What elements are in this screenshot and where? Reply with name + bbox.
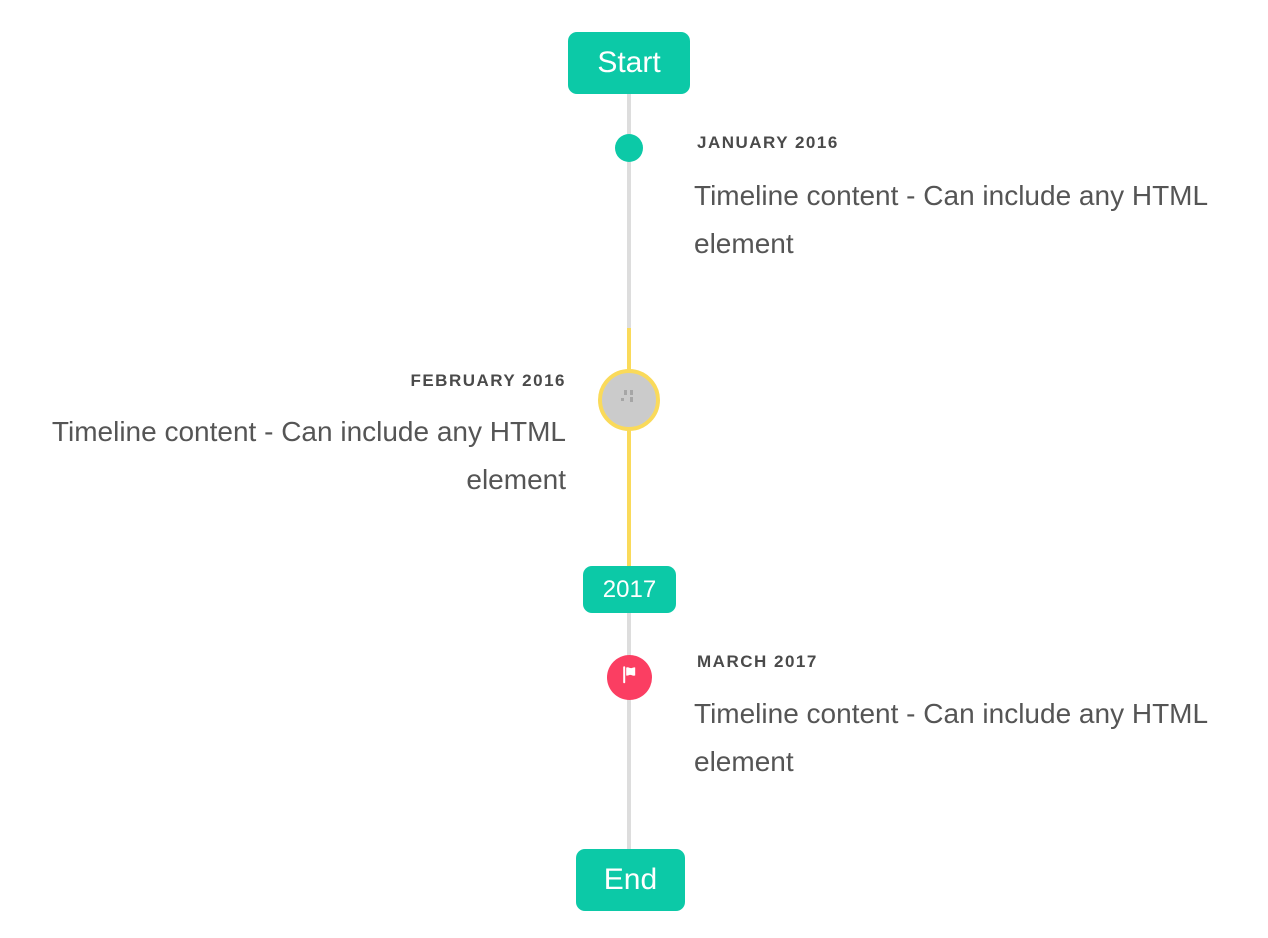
timeline-flag-marker (607, 655, 652, 700)
timeline-image-marker (598, 369, 660, 431)
timeline-year-badge[interactable]: 2017 (583, 566, 676, 613)
item-content: Timeline content - Can include any HTML … (694, 698, 1208, 777)
item-content: Timeline content - Can include any HTML … (694, 180, 1208, 259)
timeline-dot-marker (615, 134, 643, 162)
flag-icon (618, 663, 642, 692)
item-content: Timeline content - Can include any HTML … (51, 416, 566, 495)
timeline-line-highlighted-segment (627, 328, 631, 566)
item-title: FEBRUARY 2016 (410, 371, 566, 390)
timeline-end-button[interactable]: End (576, 849, 685, 911)
item-title: MARCH 2017 (697, 652, 818, 671)
item-title: JANUARY 2016 (697, 133, 839, 152)
broken-image-icon (620, 390, 639, 409)
timeline-line-segment (627, 94, 631, 328)
timeline-line-segment (627, 613, 631, 849)
timeline-start-button[interactable]: Start (568, 32, 690, 94)
